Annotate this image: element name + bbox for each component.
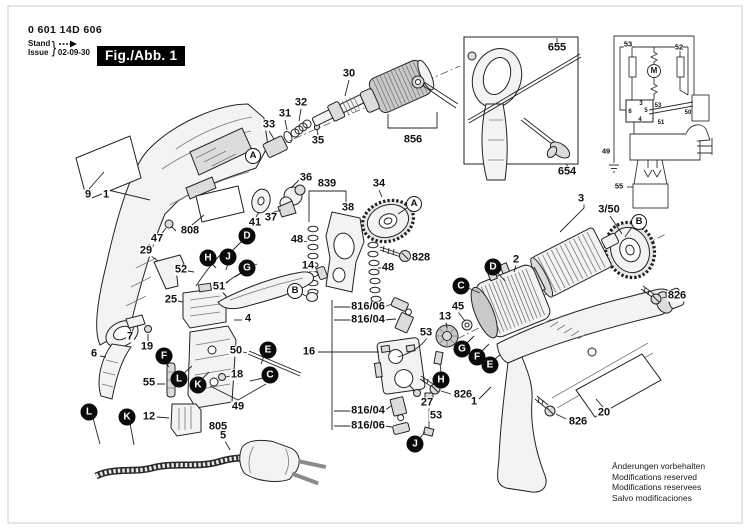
carbon-brush-top [394, 312, 414, 334]
housing-left [96, 103, 269, 346]
bearing-bracket-group [301, 190, 411, 303]
footer-line-es: Salvo modificaciones [612, 492, 692, 503]
chuck-856 [359, 59, 459, 129]
gfe-leaders [465, 335, 503, 361]
cam-37 [277, 200, 297, 218]
issue-label: Issue [28, 48, 49, 57]
issue-date: 02-09-30 [57, 47, 90, 57]
trigger-4 [217, 271, 315, 321]
spring-48-left [307, 225, 319, 296]
footer-line-en: Modifications reserved [612, 471, 698, 482]
pin-14 [316, 266, 328, 280]
wire-53-upper [397, 337, 444, 373]
strain-relief-55 [157, 361, 176, 398]
trim-29 [150, 254, 185, 290]
switch-symbol [625, 99, 654, 123]
bracket-49 [209, 383, 267, 401]
aux-handle [467, 48, 523, 181]
screw-826-right [640, 285, 667, 305]
switch-16 [373, 337, 426, 395]
spring-32 [290, 119, 312, 138]
screw-47 [161, 219, 177, 234]
figure-label: Fig./Abb. 1 [97, 46, 186, 66]
wiring-schematic [609, 35, 713, 209]
page-frame [7, 5, 743, 524]
aux-handle-box [463, 36, 582, 181]
nameplate-20 [575, 353, 662, 418]
screw-18 [218, 373, 264, 382]
ground-symbol [609, 150, 619, 173]
screw-828 [379, 245, 411, 262]
power-cord-805 [92, 417, 327, 486]
gear-34 [360, 198, 416, 244]
housing-right [478, 285, 685, 493]
issue-row: Stand Issue } 02-09-30 [28, 38, 102, 58]
carbon-brush-bottom [389, 396, 408, 417]
impact-parts [251, 179, 306, 218]
fan-13 [435, 311, 473, 348]
spindle-assembly [262, 79, 372, 158]
spring-48-right [367, 241, 382, 303]
stand-label: Stand [28, 39, 51, 48]
screw-826-bottom [534, 395, 567, 420]
brush-cap-bottom [392, 422, 411, 435]
nameplate-808 [191, 185, 245, 226]
issue-brace: } [51, 38, 57, 57]
field-2 [467, 262, 551, 339]
switch-25 [177, 282, 227, 329]
nameplate-9 [75, 135, 151, 201]
drill-silhouette [627, 124, 713, 209]
title-block: 0 601 14D 606 Stand Issue } 02-09-30 [28, 24, 102, 58]
brush-column [331, 297, 414, 435]
side-handle-6 [98, 314, 152, 400]
footer-disclaimer: Änderungen vorbehalten Modifications res… [612, 461, 705, 503]
footer-line-fr: Modifications reservees [612, 482, 702, 492]
plug [239, 439, 327, 486]
clamp-7 [125, 314, 146, 329]
bushing-b [306, 292, 318, 302]
supersession-icon [58, 40, 77, 47]
brush-cap-top [390, 297, 409, 312]
wire-53-lower [419, 392, 435, 439]
depth-rod-655 [467, 53, 582, 124]
grommet-12 [156, 403, 202, 437]
wires-52-51 [187, 240, 258, 293]
part-number: 0 601 14D 606 [28, 24, 103, 36]
wing-bolt-654 [520, 117, 571, 159]
footer-line-de: Änderungen vorbehalten [612, 461, 706, 471]
chuck-key [411, 75, 459, 109]
screw-19 [144, 325, 152, 333]
rod-50 [242, 350, 302, 377]
